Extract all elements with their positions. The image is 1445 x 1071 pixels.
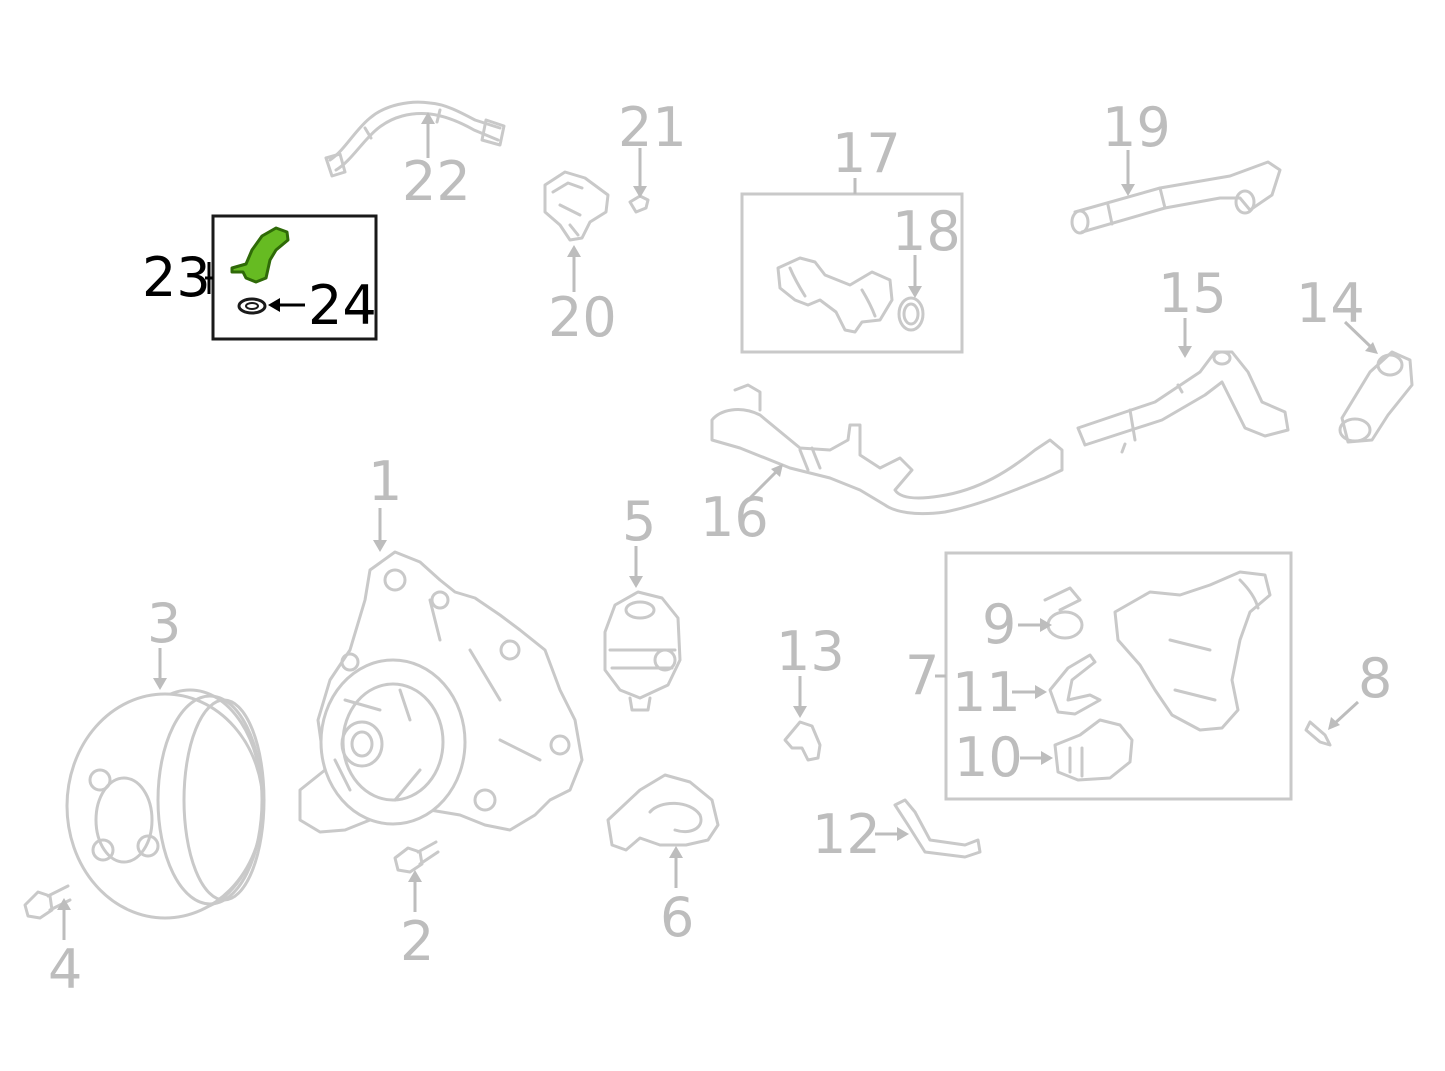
callout-18[interactable]: 18	[892, 200, 961, 263]
part-23-sensor[interactable]	[230, 226, 290, 284]
callout-13[interactable]: 13	[776, 620, 845, 683]
callout-8[interactable]: 8	[1358, 647, 1392, 710]
part-17-thermostat-housing[interactable]	[776, 256, 894, 334]
part-10-sensor[interactable]	[1053, 718, 1134, 782]
callout-1[interactable]: 1	[368, 450, 402, 513]
part-15-coolant-pipe[interactable]	[1076, 350, 1290, 454]
callout-23[interactable]: 23	[142, 246, 211, 309]
part-6-bracket[interactable]	[606, 773, 720, 852]
part-24-o-ring[interactable]	[237, 297, 267, 315]
callout-12[interactable]: 12	[812, 803, 881, 866]
callout-16[interactable]: 16	[700, 486, 769, 549]
part-21-bolt[interactable]	[628, 194, 650, 214]
part-16-coolant-pipe[interactable]	[710, 383, 1064, 516]
callout-20[interactable]: 20	[548, 286, 617, 349]
callout-17[interactable]: 17	[832, 122, 901, 185]
part-20-bracket[interactable]	[543, 170, 610, 242]
part-5-aux-water-pump[interactable]	[603, 590, 682, 712]
part-19-coolant-pipe[interactable]	[1070, 160, 1282, 235]
callout-6[interactable]: 6	[660, 886, 694, 949]
part-8-bolt[interactable]	[1304, 720, 1332, 747]
part-1-water-pump[interactable]	[298, 550, 584, 834]
part-2-bolt[interactable]	[393, 840, 440, 874]
callout-5[interactable]: 5	[622, 490, 656, 553]
part-22-coolant-hose[interactable]	[324, 100, 506, 178]
callout-2[interactable]: 2	[400, 910, 434, 973]
callout-3[interactable]: 3	[147, 592, 181, 655]
callout-14[interactable]: 14	[1296, 272, 1365, 335]
part-11-clip[interactable]	[1048, 653, 1102, 716]
callout-9[interactable]: 9	[982, 593, 1016, 656]
part-13-clip[interactable]	[783, 720, 822, 762]
part-3-pulley[interactable]	[65, 688, 266, 920]
callout-10[interactable]: 10	[954, 726, 1023, 789]
callout-labels: 1 2 3 4 5 6 7 8 9 10 11 12 13 14 15 16 1…	[48, 96, 1392, 1001]
part-14-elbow-hose[interactable]	[1338, 350, 1414, 444]
group-box-17	[740, 192, 964, 354]
leader-lines	[57, 112, 1378, 940]
callout-7[interactable]: 7	[905, 644, 939, 707]
callout-22[interactable]: 22	[402, 150, 471, 213]
part-18-o-ring[interactable]	[897, 296, 925, 332]
part-12-pipe[interactable]	[893, 798, 982, 859]
callout-4[interactable]: 4	[48, 938, 82, 1001]
callout-15[interactable]: 15	[1158, 262, 1227, 325]
callout-11[interactable]: 11	[952, 661, 1021, 724]
callout-19[interactable]: 19	[1102, 96, 1171, 159]
callout-21[interactable]: 21	[618, 96, 687, 159]
part-7-thermostat-housing[interactable]	[1113, 570, 1272, 732]
callout-24[interactable]: 24	[308, 274, 377, 337]
part-9-clamp[interactable]	[1043, 586, 1084, 640]
